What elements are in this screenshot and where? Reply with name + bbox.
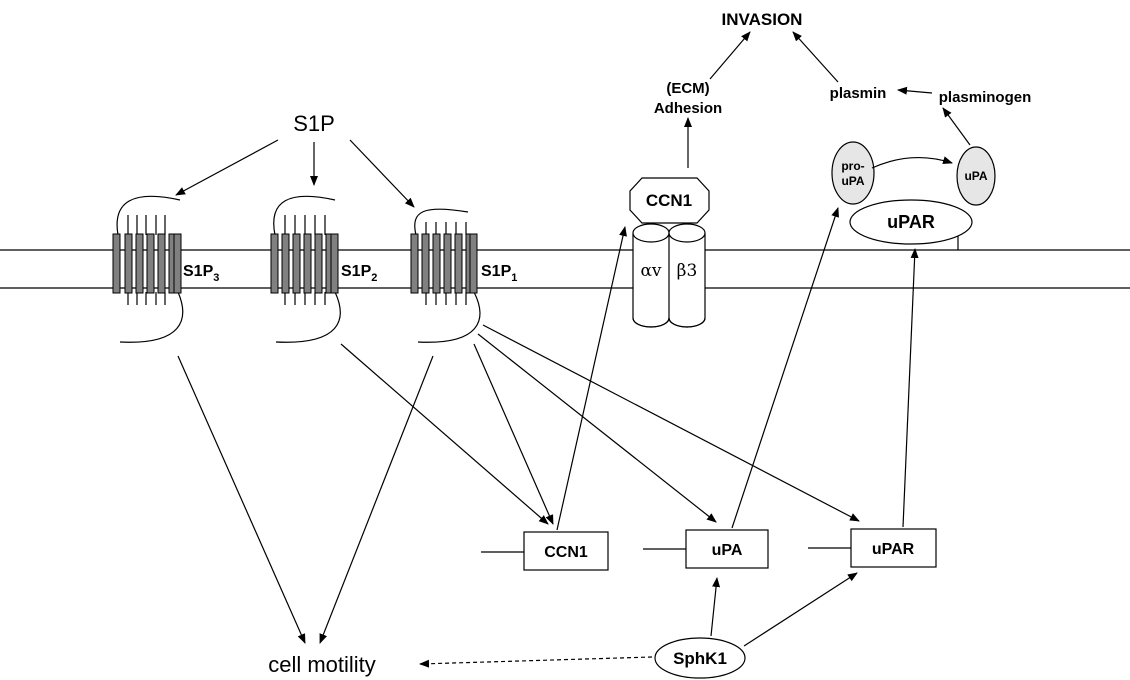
plasminogen-to-plasmin-arrow <box>897 86 933 95</box>
s1p1-to-ccn1-arrow <box>473 343 554 525</box>
adhesion-to-invasion-arrow <box>709 31 751 80</box>
s1p3-label: S1P3 <box>183 263 219 284</box>
cell-motility-label: cell motility <box>268 652 376 677</box>
sphk1-to-upa-arrow <box>710 577 721 637</box>
ccn1-gene-to-ccn1-protein-arrow <box>556 226 627 531</box>
sphk1-to-upar-arrow <box>743 572 858 647</box>
upa-gene-label: uPA <box>712 542 743 559</box>
plasmin-label: plasmin <box>830 85 887 102</box>
pro-upa-label-line2: uPA <box>841 174 864 188</box>
ecm-label: (ECM) <box>666 80 709 97</box>
sphk1-ellipse <box>654 637 746 679</box>
s1p1-label: S1P1 <box>481 263 517 284</box>
integrin-alphav-beta3 <box>632 223 706 328</box>
pro-upa-label-line1: pro- <box>841 159 864 173</box>
s1p-to-s1p3-arrow <box>175 139 279 196</box>
pro-upa-ellipse <box>831 141 875 205</box>
alpha-v-label: αv <box>640 261 661 281</box>
upa-ellipse <box>956 146 996 206</box>
ccn1-gene-box <box>523 531 609 571</box>
ccn1-gene-label: CCN1 <box>544 544 588 561</box>
ccn1-octagon <box>629 177 710 224</box>
beta3-label: β3 <box>677 261 698 281</box>
s1p1-to-upar-arrow <box>482 324 860 522</box>
s1p3-label-main: S1P <box>183 263 214 280</box>
s1p3-to-motility-arrow <box>177 355 306 644</box>
upar-gene-box <box>850 528 937 568</box>
ccn1-octagon-label: CCN1 <box>646 191 692 210</box>
receptor-s1p1 <box>410 208 481 343</box>
plasminogen-label: plasminogen <box>939 89 1032 106</box>
upa-to-plasminogen-arrow <box>942 107 971 146</box>
s1p2-label: S1P2 <box>341 263 377 284</box>
sphk1-to-motility-arrow <box>419 656 653 668</box>
pro-upa-to-upa-arrow <box>871 156 953 169</box>
s1p-ligand-label: S1P <box>293 111 335 136</box>
upar-ellipse <box>849 199 973 245</box>
s1p1-to-motility-arrow <box>319 355 434 644</box>
plasmin-to-invasion-arrow <box>792 31 839 83</box>
upar-gene-to-upar-arrow <box>902 248 919 528</box>
s1p1-to-upa-arrow <box>477 333 717 523</box>
upa-gene-box <box>685 529 769 569</box>
sphk1-label: SphK1 <box>673 649 727 668</box>
s1p2-label-sub: 2 <box>371 272 377 284</box>
s1p1-label-sub: 1 <box>511 272 517 284</box>
s1p2-label-main: S1P <box>341 263 372 280</box>
upa-ellipse-label: uPA <box>964 169 987 183</box>
receptor-s1p2 <box>270 195 341 343</box>
upar-ellipse-label: uPAR <box>887 212 935 232</box>
s1p-to-s1p1-arrow <box>349 139 415 208</box>
adhesion-label: Adhesion <box>654 100 722 117</box>
s1p2-to-ccn1-arrow <box>340 343 549 525</box>
invasion-label: INVASION <box>722 10 803 29</box>
s1p1-label-main: S1P <box>481 263 512 280</box>
upa-gene-to-pro-upa-arrow <box>731 207 839 529</box>
receptor-s1p3 <box>112 195 184 343</box>
upar-gene-label: uPAR <box>872 541 915 558</box>
s1p3-label-sub: 3 <box>213 272 219 284</box>
